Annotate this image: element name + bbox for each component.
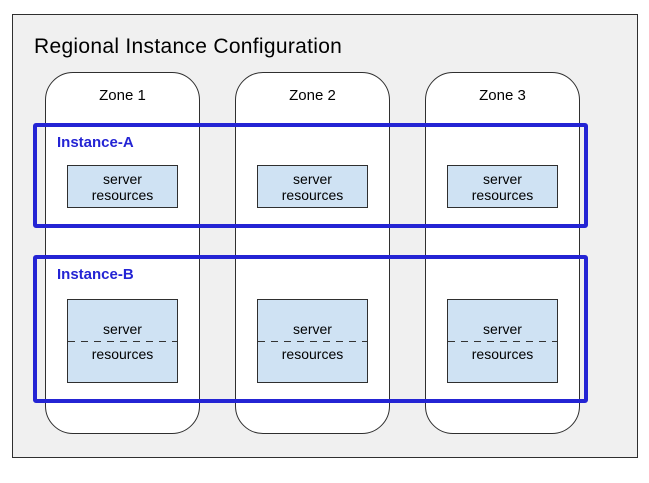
server-resources-label-line2: resources	[91, 345, 154, 362]
server-resources-label-line2: resources	[281, 186, 344, 203]
server-resources-label-line1: server	[293, 170, 332, 187]
instance-a-boundary: Instance-A	[33, 123, 588, 228]
split-dashed-line	[258, 340, 367, 342]
server-resources-box-instance-b-zone-1: server resources	[67, 299, 178, 383]
server-resources-label-line1: server	[293, 320, 332, 337]
server-resources-label-line2: resources	[91, 186, 154, 203]
zone-2-label: Zone 2	[289, 87, 336, 104]
split-dashed-line	[68, 340, 177, 342]
server-resources-box-instance-b-zone-3: server resources	[447, 299, 558, 383]
split-dashed-line	[448, 340, 557, 342]
region-title: Regional Instance Configuration	[34, 35, 343, 58]
server-resources-box-instance-a-zone-1: server resources	[67, 165, 178, 208]
server-resources-box-instance-a-zone-2: server resources	[257, 165, 368, 208]
server-resources-label-line1: server	[103, 170, 142, 187]
server-resources-box-instance-b-zone-2: server resources	[257, 299, 368, 383]
instance-b-boundary: Instance-B	[33, 255, 588, 403]
server-resources-label-line1: server	[483, 170, 522, 187]
server-resources-label-line2: resources	[471, 186, 534, 203]
server-resources-label-line2: resources	[281, 345, 344, 362]
zone-1-label: Zone 1	[99, 87, 146, 104]
zone-3-label: Zone 3	[479, 87, 526, 104]
server-resources-label-line1: server	[103, 320, 142, 337]
server-resources-box-instance-a-zone-3: server resources	[447, 165, 558, 208]
server-resources-label-line2: resources	[471, 345, 534, 362]
server-resources-label-line1: server	[483, 320, 522, 337]
instance-b-label: Instance-B	[57, 266, 134, 283]
instance-a-label: Instance-A	[57, 134, 134, 151]
